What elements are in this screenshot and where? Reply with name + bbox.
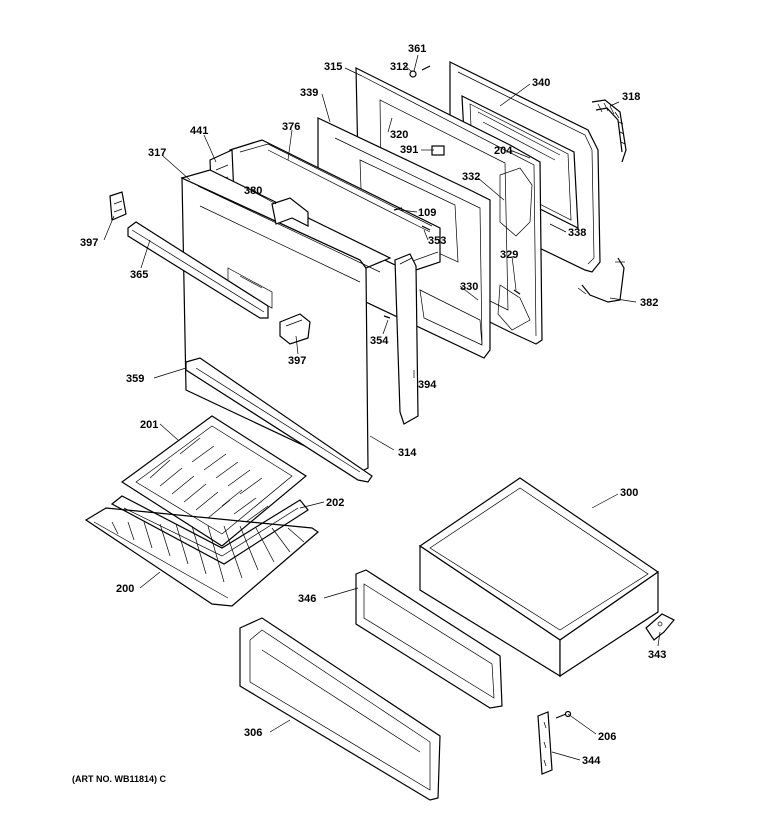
label-380: 380 — [244, 185, 262, 197]
art-number-caption: (ART NO. WB11814) C — [72, 774, 167, 784]
label-314: 314 — [398, 447, 417, 459]
label-329: 329 — [500, 249, 518, 261]
label-317: 317 — [148, 147, 166, 159]
label-361: 361 — [408, 43, 426, 55]
label-201: 201 — [140, 419, 158, 431]
side-rail-394 — [394, 253, 419, 425]
drawer-panel-346 — [355, 569, 503, 709]
label-344: 344 — [582, 755, 601, 767]
label-441: 441 — [190, 125, 208, 137]
small-hardware — [383, 65, 521, 319]
drawer-bracket-343 — [645, 613, 675, 641]
label-306: 306 — [244, 727, 262, 739]
label-330: 330 — [460, 281, 478, 293]
label-312: 312 — [390, 61, 408, 73]
label-338: 338 — [568, 227, 586, 239]
label-318: 318 — [622, 91, 640, 103]
label-397b: 397 — [288, 355, 306, 367]
label-332: 332 — [462, 171, 480, 183]
label-397a: 397 — [80, 237, 98, 249]
drawer-body-300 — [418, 477, 660, 678]
label-204: 204 — [494, 145, 513, 157]
label-206: 206 — [598, 731, 616, 743]
label-340: 340 — [532, 77, 550, 89]
label-202: 202 — [326, 497, 344, 509]
label-200: 200 — [116, 583, 134, 595]
label-315: 315 — [324, 61, 342, 73]
handle-cap-397-left — [109, 191, 127, 221]
vent-trim-359 — [185, 357, 373, 483]
label-354: 354 — [370, 335, 389, 347]
part-labels: 361 312 315 340 318 339 320 441 376 391 … — [72, 43, 666, 784]
label-382: 382 — [640, 297, 658, 309]
bracket-380 — [271, 197, 309, 227]
door-handle-365 — [127, 221, 269, 319]
label-339: 339 — [300, 87, 318, 99]
label-300: 300 — [620, 487, 638, 499]
drawer-front-306 — [239, 617, 441, 801]
label-365: 365 — [130, 269, 148, 281]
handle-cap-397-right — [279, 313, 311, 345]
oven-rack-200 — [84, 507, 319, 607]
door-seal-318 — [591, 99, 627, 163]
label-376: 376 — [282, 121, 300, 133]
leader-lines — [103, 54, 661, 761]
label-346: 346 — [298, 593, 316, 605]
label-343: 343 — [648, 649, 666, 661]
label-394: 394 — [418, 379, 437, 391]
drawer-glide-344 — [537, 711, 553, 775]
gasket-382 — [577, 257, 625, 303]
label-320: 320 — [390, 129, 408, 141]
label-353: 353 — [428, 235, 446, 247]
label-109: 109 — [418, 207, 436, 219]
screw-206 — [555, 710, 572, 719]
label-391: 391 — [400, 144, 418, 156]
label-359: 359 — [126, 373, 144, 385]
